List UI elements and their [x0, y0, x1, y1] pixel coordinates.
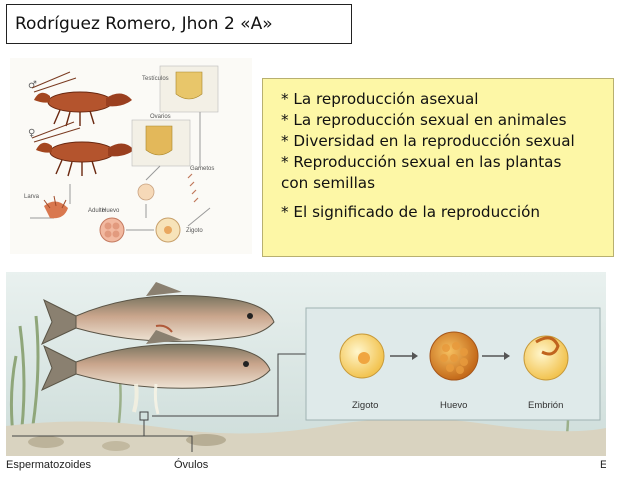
title-box: Rodríguez Romero, Jhon 2 «A» — [6, 4, 352, 44]
label-ovulos: Óvulos — [174, 458, 209, 471]
female-crayfish-drawing — [31, 121, 134, 177]
label-larva: Larva — [24, 194, 40, 200]
male-crayfish-drawing — [31, 71, 132, 127]
topic-sexual-animales: * La reproducción sexual en animales — [281, 111, 567, 129]
label-huevo-top: Huevo — [102, 208, 120, 214]
topic-plantas: * Reproducción sexual en las plantas — [281, 153, 562, 171]
stage-label-huevo: Huevo — [440, 400, 467, 411]
page-title: Rodríguez Romero, Jhon 2 «A» — [15, 14, 273, 34]
label-testiculos: Testículos — [142, 76, 169, 82]
topic-asexual: * La reproducción asexual — [281, 90, 479, 108]
trout-lower-drawing — [40, 330, 271, 392]
corner-mark: E — [600, 459, 606, 471]
embryo-drawing — [523, 335, 569, 381]
male-symbol: ♂ — [28, 80, 37, 91]
topic-significado: * El significado de la reproducción — [281, 203, 541, 221]
trout-reproduction-illustration: Zigoto Huevo Embrión Espermatozoides Óvu… — [6, 266, 607, 479]
label-zigoto-top: Zigoto — [186, 228, 203, 234]
label-espermatozoides: Espermatozoides — [6, 459, 91, 471]
larva-drawing — [43, 195, 68, 219]
label-ovarios: Ovarios — [150, 114, 171, 120]
stage-label-zigoto: Zigoto — [352, 400, 378, 411]
topic-plantas-cont: con semillas — [281, 174, 376, 192]
female-symbol: ♀ — [28, 128, 35, 139]
stage-label-embrion: Embrión — [528, 400, 563, 411]
topics-note: * La reproducción asexual * La reproducc… — [262, 78, 614, 257]
topic-diversidad: * Diversidad en la reproducción sexual — [281, 132, 575, 150]
crayfish-lifecycle-illustration: ♂ ♀ Testículos Ovarios Gametos — [10, 58, 252, 254]
label-adulto: Adulto — [88, 208, 106, 214]
label-gametos: Gametos — [190, 166, 214, 172]
trout-upper-drawing — [40, 282, 275, 346]
